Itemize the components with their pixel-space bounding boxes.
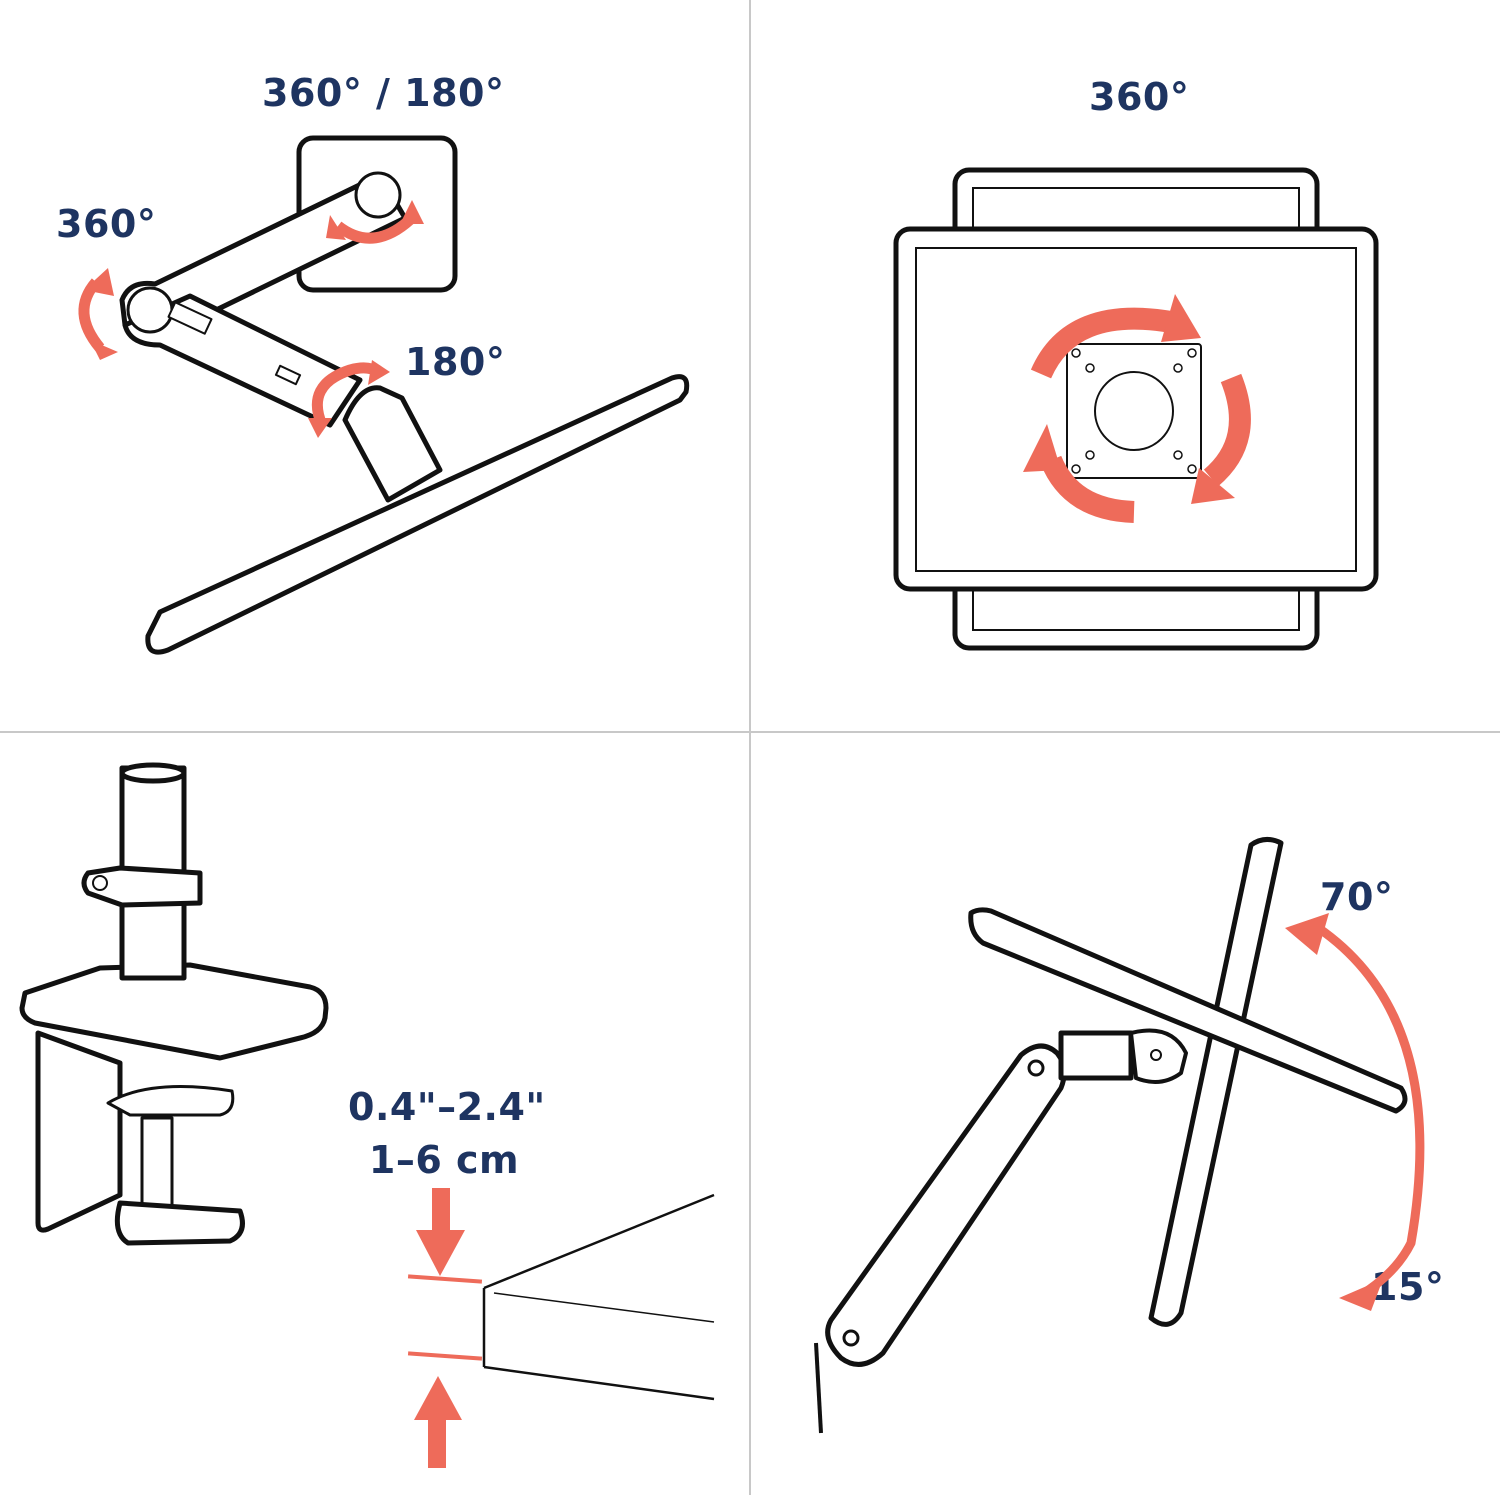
clamp-screw-icon [114, 1200, 245, 1246]
horizontal-divider [0, 731, 1500, 733]
arrow-head-icon [1161, 294, 1201, 342]
clamp-plate-icon [35, 1030, 123, 1233]
base-joint-rotation-label: 180° [405, 340, 506, 384]
tilt-arc-icon [1308, 919, 1425, 1299]
collar-icon [81, 865, 203, 908]
panel-arm-rotation: 360° / 180° 360° 180° [0, 0, 749, 731]
panel-monitor-rotation: 360° [751, 0, 1500, 731]
thickness-range-cm: 1–6 cm [368, 1138, 520, 1182]
post-icon [342, 385, 443, 503]
desk-base-icon [145, 374, 690, 655]
left-joint-rotation-label: 360° [56, 202, 157, 246]
monitor-line-art [893, 167, 1379, 651]
tilt-bracket-icon [1058, 1030, 1134, 1081]
monitor-upright-icon [1148, 837, 1284, 1327]
arrow-head-icon [1023, 424, 1061, 472]
vertical-divider [749, 0, 751, 1495]
tilt-up-label: 70° [1320, 875, 1394, 919]
up-arrow-icon [428, 1413, 446, 1468]
base-joint-arrow-icon [311, 362, 382, 428]
tilt-up-arrowhead-icon [1285, 913, 1329, 955]
tilt-line-art [814, 837, 1425, 1434]
clamp-top-icon [19, 962, 329, 1061]
arm-rotation-title: 360° / 180° [262, 71, 505, 115]
clamp-pad-icon [106, 1085, 235, 1117]
thickness-indicator [407, 1188, 483, 1468]
thickness-range-inches: 0.4"–2.4" [348, 1085, 546, 1129]
monitor-tilted-icon [968, 907, 1408, 1114]
lower-arm-icon [122, 293, 363, 428]
panel-tilt-range: 70° 15° [751, 733, 1500, 1495]
panel-desk-clamp: 0.4"–2.4" 1–6 cm [0, 733, 749, 1495]
arrow-head-icon [1191, 468, 1235, 504]
monitor-rotation-title: 360° [1089, 75, 1190, 119]
arm-line-art [78, 135, 690, 655]
tilt-down-arrowhead-icon [1339, 1279, 1383, 1311]
clamp-line-art [19, 762, 715, 1468]
arm-segment-icon [825, 1043, 1067, 1367]
down-arrow-icon [432, 1188, 450, 1238]
